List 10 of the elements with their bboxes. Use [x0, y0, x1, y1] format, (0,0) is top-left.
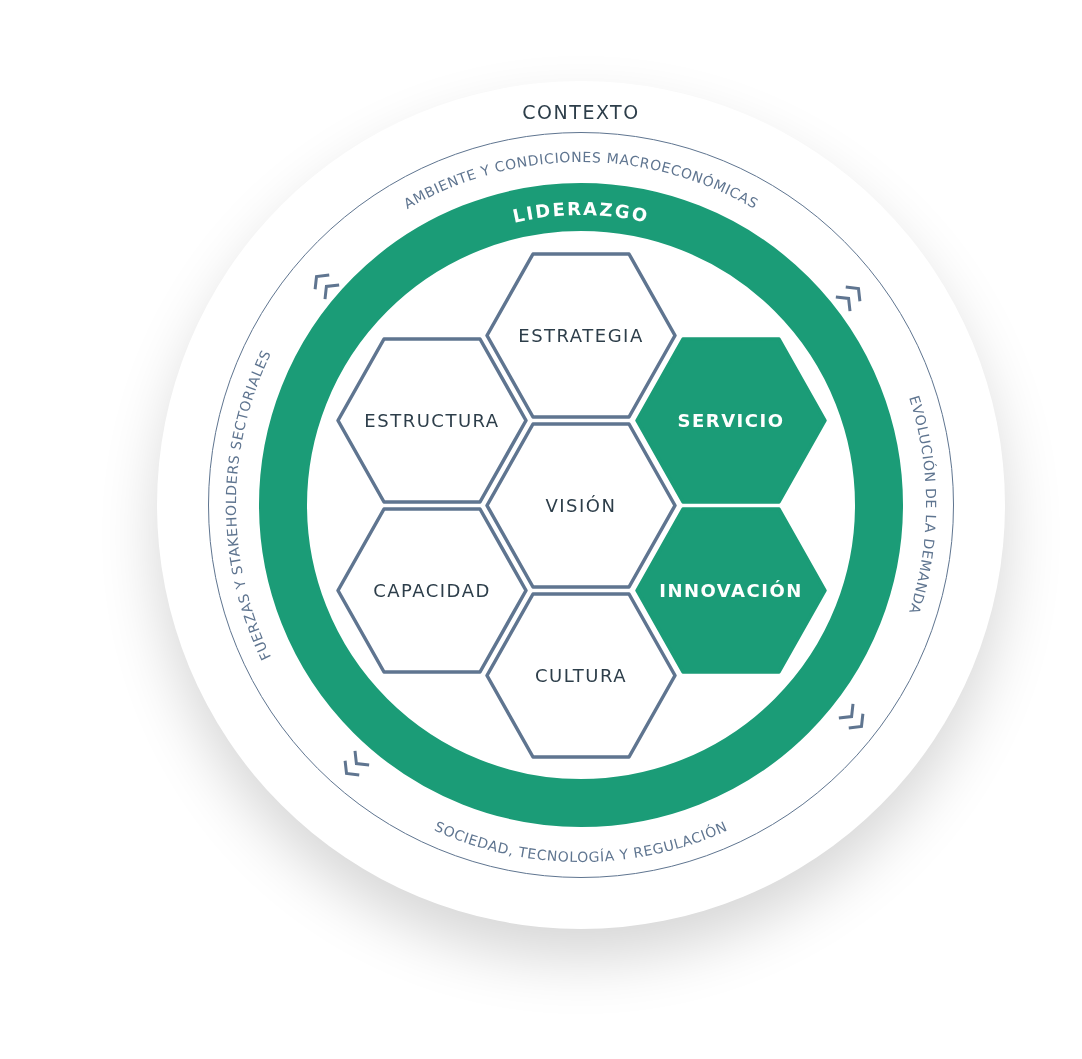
hexagon-label: VISIÓN [544, 494, 618, 516]
hexagon-label: INNOVACIÓN [658, 579, 804, 601]
context-title: CONTEXTO [521, 101, 641, 123]
hexagon-label: ESTRUCTURA [363, 409, 501, 431]
hexagon-label: SERVICIO [676, 409, 786, 431]
hexagon [336, 506, 528, 674]
hexagon-label: CULTURA [533, 664, 629, 686]
hexagon-label: CAPACIDAD [372, 579, 492, 601]
highlighted-hexagon [635, 506, 827, 674]
hexagon-label: ESTRATEGIA [517, 324, 645, 346]
